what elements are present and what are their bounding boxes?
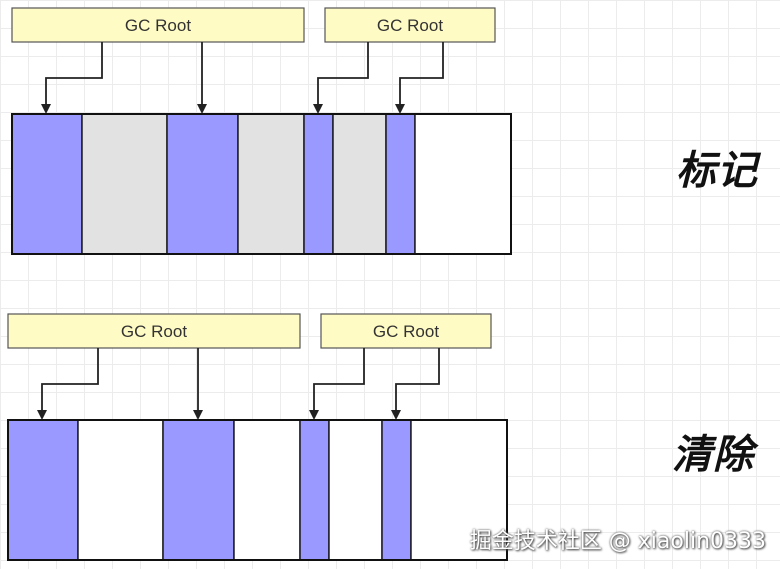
sweep-reference-arrow-1 [37,348,99,420]
mark-gc-root-1: GC Root [11,7,305,43]
memory-block-reachable [11,113,83,255]
mark-phase-label: 标记 [676,148,758,194]
mark-reference-arrow-4 [395,42,444,114]
memory-block-free [77,419,164,561]
memory-block-free [328,419,383,561]
gc-root-label: GC Root [377,16,443,35]
heap-outline [11,113,512,255]
memory-block-reachable [7,419,79,561]
gc-root-box [320,313,492,349]
memory-block-unreachable [332,113,387,255]
sweep-gc-root-1: GC Root [7,313,301,349]
sweep-reference-arrow-4 [391,348,440,420]
watermark: 掘金技术社区 @ xiaolin0333 [469,529,766,554]
gc-root-box [11,7,305,43]
sweep-gc-root-2: GC Root [320,313,492,349]
mark-reference-arrow-3 [313,42,369,114]
gc-root-label: GC Root [121,322,187,341]
sweep-phase-label: 清除 [672,432,754,478]
memory-block-unreachable [237,113,305,255]
mark-heap-memory [11,113,512,255]
memory-block-free [233,419,301,561]
gc-root-box [324,7,496,43]
mark-gc-root-2: GC Root [324,7,496,43]
heap-outline [7,419,508,561]
memory-block-free [414,113,512,255]
mark-reference-arrow-1 [41,42,103,114]
memory-block-reachable [303,113,334,255]
memory-block-reachable [381,419,412,561]
sweep-reference-arrow-3 [309,348,365,420]
gc-root-box [7,313,301,349]
memory-block-reachable [162,419,235,561]
sweep-heap-memory [7,419,508,561]
memory-block-unreachable [81,113,168,255]
memory-block-reachable [166,113,239,255]
memory-block-reachable [299,419,330,561]
memory-block-reachable [385,113,416,255]
gc-root-label: GC Root [125,16,191,35]
gc-root-label: GC Root [373,322,439,341]
